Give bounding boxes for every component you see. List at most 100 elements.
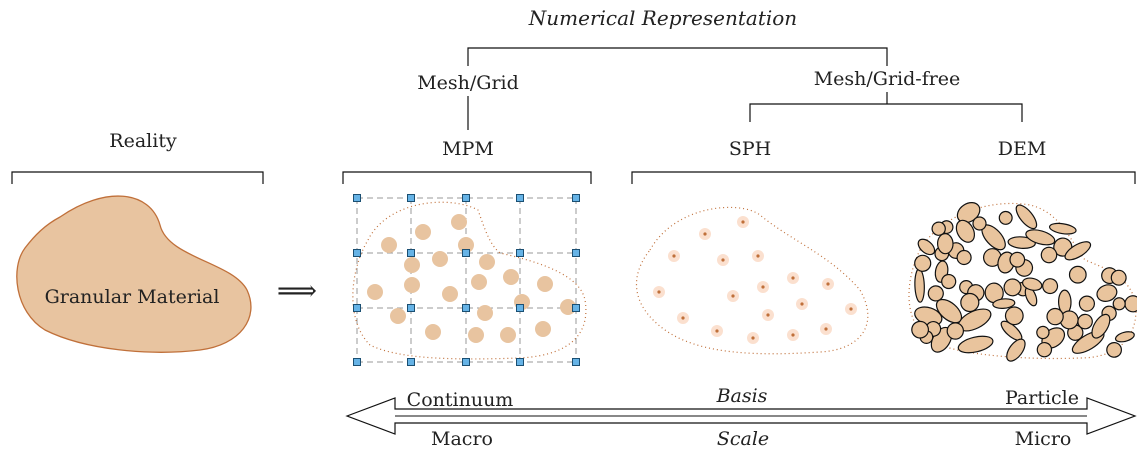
grid-node: [353, 304, 361, 312]
dem-particle: [931, 221, 946, 236]
dem-particle: [957, 335, 994, 354]
grid-node: [572, 358, 580, 366]
dem-particle: [960, 292, 980, 313]
dem-particle: [1007, 236, 1036, 249]
grid-node: [353, 358, 361, 366]
dem-particle: [927, 285, 944, 302]
sph-particle: [731, 294, 735, 298]
dem-particle: [1040, 246, 1058, 264]
method-sph-label: SPH: [729, 138, 771, 160]
sph-particle: [761, 285, 765, 289]
granular-material-blob: [16, 195, 252, 353]
sph-particle: [849, 307, 853, 311]
dem-particle: [1009, 251, 1026, 268]
grid-node: [407, 358, 415, 366]
dem-particle: [911, 320, 929, 339]
dem-particle: [914, 268, 925, 303]
sph-particle: [672, 254, 676, 258]
reality-label: Reality: [109, 130, 177, 152]
mpm-particle: [404, 257, 420, 273]
grid-node: [516, 304, 524, 312]
dem-particle: [1096, 284, 1118, 302]
dem-particle: [1036, 325, 1050, 340]
method-mpm-label: MPM: [442, 138, 494, 160]
mpm-particle: [367, 284, 383, 300]
sph-particle: [715, 329, 719, 333]
mpm-particle: [442, 286, 458, 302]
mpm-particle: [537, 276, 553, 292]
dem-particle: [1064, 241, 1092, 261]
dem-particle: [946, 322, 964, 340]
mpm-particle: [471, 274, 487, 290]
dem-particle: [992, 298, 1016, 309]
sph-particle: [824, 327, 828, 331]
sph-particle: [756, 254, 760, 258]
dem-particles: [911, 201, 1137, 362]
dem-particle: [917, 238, 936, 256]
mpm-material-outline: [352, 201, 587, 360]
sph-particle: [791, 276, 795, 280]
grid-node: [572, 194, 580, 202]
dem-particle: [1077, 313, 1093, 330]
sph-material-outline: [635, 206, 869, 355]
mpm-particle: [535, 321, 551, 337]
dem-particle: [1046, 307, 1064, 326]
grid-node: [572, 304, 580, 312]
sph-particle: [826, 282, 830, 286]
dem-particle: [1091, 313, 1111, 339]
dem-particle: [1003, 278, 1022, 297]
mpm-particle: [468, 327, 484, 343]
scale-label: Scale: [717, 428, 769, 450]
mpm-particle: [477, 305, 493, 321]
scale-left-label: Macro: [431, 428, 493, 450]
grid-node: [407, 304, 415, 312]
dem-particle: [1078, 295, 1096, 312]
sph-particle: [703, 232, 707, 236]
grid-node: [407, 249, 415, 257]
dem-particle: [1006, 338, 1026, 362]
dem-particle: [1042, 278, 1059, 295]
sph-particle: [657, 290, 661, 294]
sph-particle: [751, 336, 755, 340]
branch-mesh-label: Mesh/Grid: [417, 72, 519, 94]
grid-node: [462, 249, 470, 257]
dem-particle: [998, 210, 1013, 225]
grid-node: [353, 194, 361, 202]
branch-meshfree-label: Mesh/Grid-free: [814, 68, 961, 90]
top-branch-connector: [467, 47, 888, 66]
dem-particle: [1048, 222, 1077, 235]
reality-bracket: [11, 171, 264, 184]
grid-node: [462, 194, 470, 202]
basis-left-label: Continuum: [407, 389, 514, 411]
dem-particle: [956, 249, 972, 266]
meshfree-bracket: [631, 171, 1136, 184]
dem-particle: [1112, 297, 1126, 311]
grid-node: [516, 194, 524, 202]
mpm-particle: [432, 251, 448, 267]
meshfree-branch-connector: [749, 103, 1023, 122]
grid-node: [462, 304, 470, 312]
dem-particle: [1106, 341, 1122, 358]
sph-particle: [721, 258, 725, 262]
dem-panel: [908, 201, 1137, 362]
mpm-particle: [390, 308, 406, 324]
mpm-particle: [451, 214, 467, 230]
mpm-particle: [425, 324, 441, 340]
grid-node: [516, 358, 524, 366]
mpm-panel: [352, 194, 587, 366]
sph-particle: [766, 313, 770, 317]
scale-right-label: Micro: [1015, 428, 1072, 450]
grid-node: [353, 249, 361, 257]
dem-particle: [972, 216, 987, 231]
mpm-particle: [381, 237, 397, 253]
dem-particle: [936, 233, 954, 255]
implies-arrow-icon: ⟹: [277, 274, 317, 307]
dem-particle: [1036, 342, 1053, 358]
dem-particle: [1025, 229, 1056, 246]
method-dem-label: DEM: [998, 138, 1047, 160]
sph-particles: [653, 216, 857, 344]
dem-particle: [1114, 331, 1135, 343]
tree-connectors: [467, 47, 1023, 130]
grid-node: [572, 249, 580, 257]
